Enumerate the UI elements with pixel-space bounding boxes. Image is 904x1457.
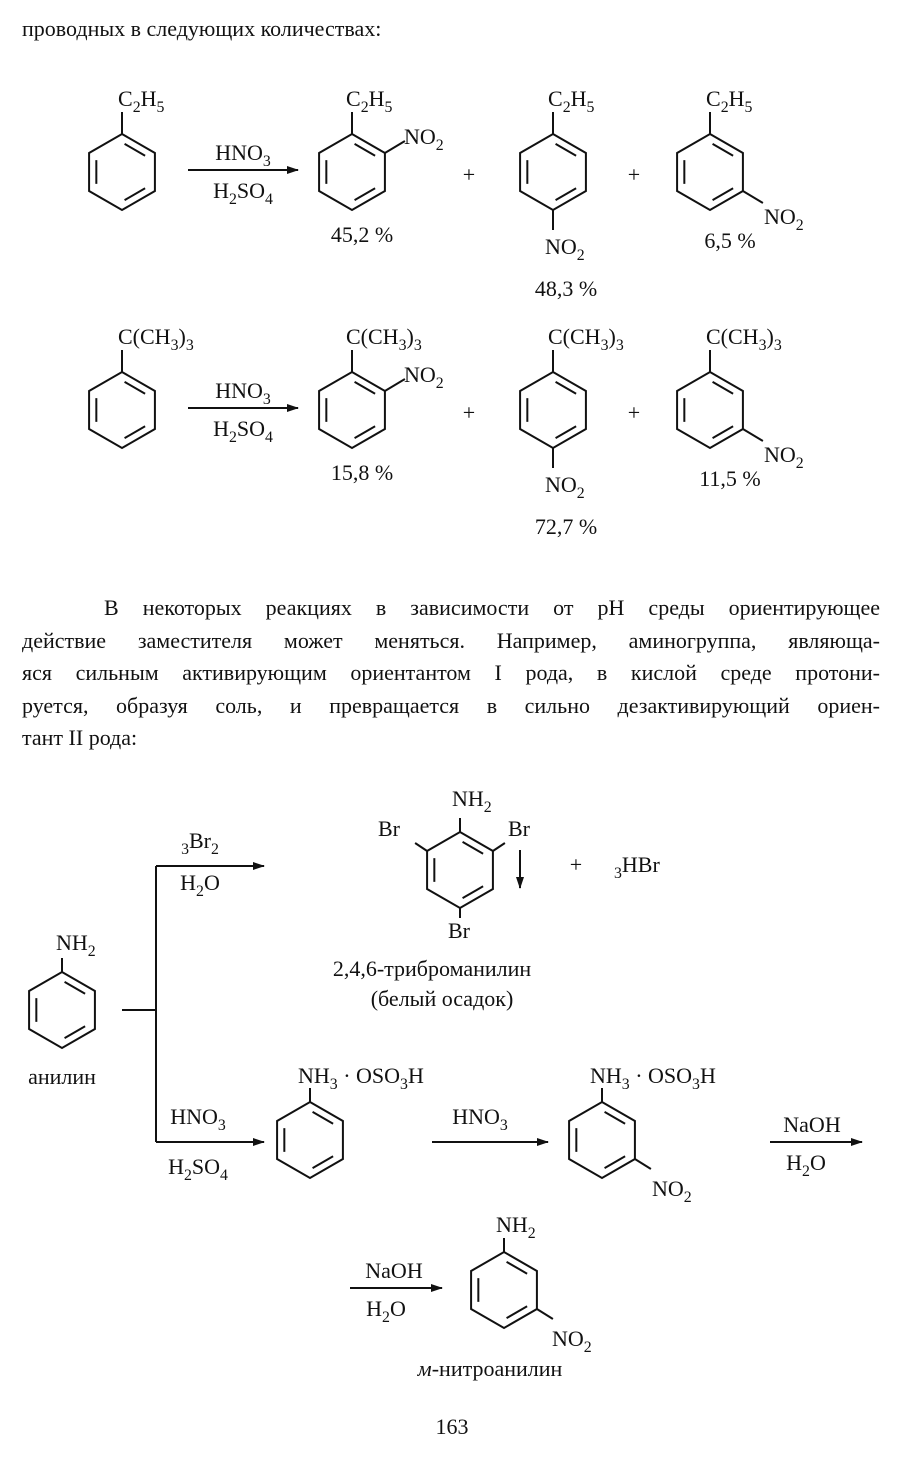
plus-sign: + [463, 162, 475, 187]
paragraph-line: руется, образуя соль, и превращается в с… [22, 692, 880, 718]
tribromoaniline-ring [426, 830, 494, 910]
plus-sign: + [570, 852, 582, 877]
reagent-label: HNO3 [215, 140, 271, 170]
bond [492, 842, 506, 852]
compound-name: 2,4,6-триброманилин [333, 956, 532, 981]
amino-label: NH2 [56, 930, 96, 960]
bromo-label: Br [378, 816, 401, 841]
para-product-ring [519, 370, 587, 450]
paragraph-line: яся сильным активирующим ориентантом I р… [22, 660, 880, 685]
substituent-label: C(CH3)3 [346, 324, 422, 354]
reactant-ring [88, 132, 156, 212]
paragraph-line: тант II рода: [22, 725, 138, 750]
substituent-label: C2H5 [118, 86, 165, 116]
page-number: 163 [435, 1414, 469, 1439]
meta-product-ring [676, 132, 744, 212]
meta-product-ring [676, 370, 744, 450]
nitro-label: NO2 [764, 442, 804, 472]
amino-label: NH2 [496, 1212, 536, 1242]
aniline-ring [28, 970, 96, 1050]
bond [634, 1158, 652, 1170]
yield-label: 11,5 % [699, 466, 761, 491]
substituent-label: C(CH3)3 [706, 324, 782, 354]
reagent-label: H2SO4 [213, 416, 273, 446]
bromo-label: Br [508, 816, 531, 841]
reagent-label: H2SO4 [213, 178, 273, 208]
substituent-label: C(CH3)3 [548, 324, 624, 354]
nitro-label: NO2 [404, 124, 444, 154]
nitro-label: NO2 [404, 362, 444, 392]
plus-sign: + [628, 400, 640, 425]
intro-line: проводных в следующих количествах: [22, 16, 382, 41]
substituent-label: C2H5 [548, 86, 595, 116]
bromo-label: Br [448, 918, 471, 943]
bond [384, 140, 406, 154]
yield-label: 45,2 % [331, 222, 393, 247]
compound-name: м-нитроанилин [417, 1356, 563, 1381]
nitroanilinium-ring [568, 1100, 636, 1180]
reagent-label: 3Br2 [181, 828, 219, 858]
yield-label: 72,7 % [535, 514, 597, 539]
yield-label: 6,5 % [704, 228, 755, 253]
nitro-label: NO2 [764, 204, 804, 234]
nitro-label: NO2 [545, 472, 585, 502]
salt-label: NH3 · OSO3H [590, 1063, 716, 1093]
amino-label: NH2 [452, 786, 492, 816]
reagent-label: H2SO4 [168, 1154, 228, 1184]
compound-note: (белый осадок) [371, 986, 514, 1011]
yield-label: 48,3 % [535, 276, 597, 301]
bond [384, 378, 406, 392]
bond [742, 428, 764, 442]
para-product-ring [519, 132, 587, 212]
plus-sign: + [463, 400, 475, 425]
bond [742, 190, 764, 204]
reagent-label: H2O [786, 1150, 826, 1180]
nitro-label: NO2 [545, 234, 585, 264]
reagent-label: NaOH [365, 1258, 423, 1283]
bond [414, 842, 428, 852]
ortho-product-ring [318, 370, 386, 450]
nitroaniline-ring [470, 1250, 538, 1330]
reagent-label: H2O [180, 870, 220, 900]
yield-label: 15,8 % [331, 460, 393, 485]
paragraph-line: В некоторых реакциях в зависимости от pH… [104, 595, 880, 620]
substituent-label: C2H5 [706, 86, 753, 116]
anilinium-ring [276, 1100, 344, 1180]
body-paragraph: В некоторых реакциях в зависимости от pH… [22, 592, 880, 755]
byproduct-label: 3HBr [614, 852, 660, 882]
nitro-label: NO2 [552, 1326, 592, 1356]
reagent-label: HNO3 [215, 378, 271, 408]
substituent-label: C(CH3)3 [118, 324, 194, 354]
reagent-label: HNO3 [170, 1104, 226, 1134]
paragraph-line: действие заместителя может меняться. Нап… [22, 627, 880, 653]
substituent-label: C2H5 [346, 86, 393, 116]
plus-sign: + [628, 162, 640, 187]
reagent-label: NaOH [783, 1112, 841, 1137]
nitro-label: NO2 [652, 1176, 692, 1206]
salt-label: NH3 · OSO3H [298, 1063, 424, 1093]
reagent-label: H2O [366, 1296, 406, 1326]
reactant-ring [88, 370, 156, 450]
ortho-product-ring [318, 132, 386, 212]
bond [536, 1308, 554, 1320]
reagent-label: HNO3 [452, 1104, 508, 1134]
compound-name: анилин [28, 1064, 96, 1089]
